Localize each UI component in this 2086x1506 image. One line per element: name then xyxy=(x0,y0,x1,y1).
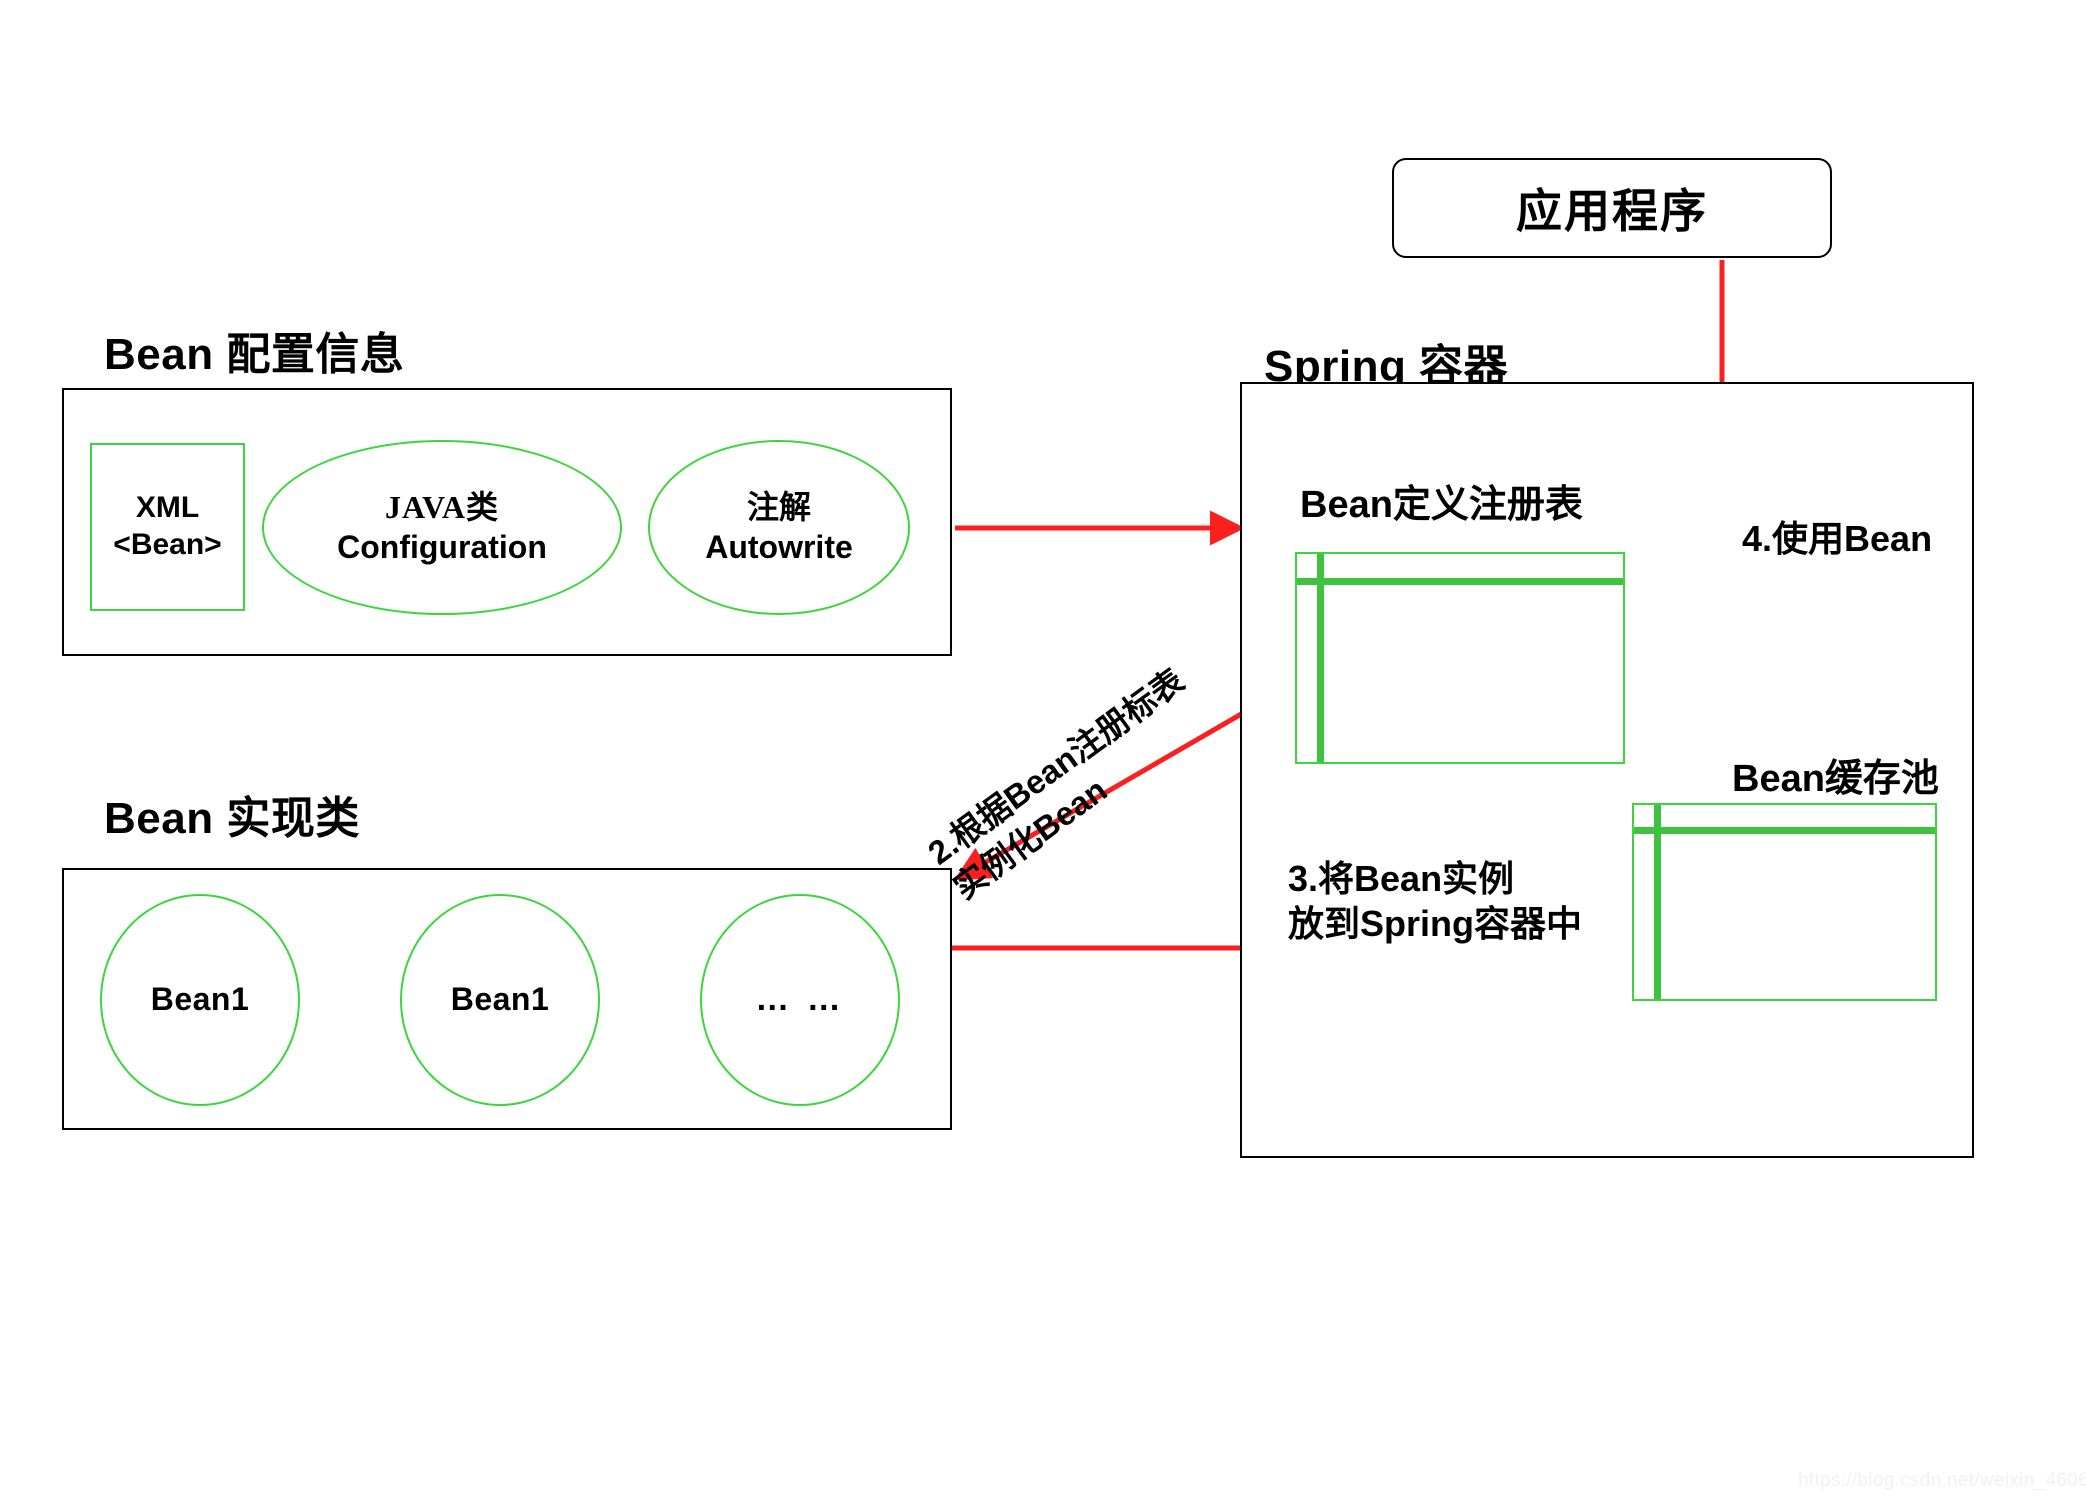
shape-xml-line2: <Bean> xyxy=(113,528,222,561)
shape-annotation-line2: Autowrite xyxy=(705,528,853,565)
bean-impl-title: Bean 实现类 xyxy=(104,794,360,843)
shape-bean1-b-label: Bean1 xyxy=(450,981,550,1018)
arrow-label-instantiate: 2.根据Bean注册标表 实例化Bean xyxy=(920,660,1218,909)
shape-xml-line1: XML xyxy=(135,491,200,525)
bean-cache-label: Bean缓存池 xyxy=(1732,758,1939,800)
shape-annotation[interactable]: 注解 Autowrite xyxy=(648,440,910,615)
application-box[interactable]: 应用程序 xyxy=(1392,158,1832,258)
bean-registry-label: Bean定义注册表 xyxy=(1300,484,1583,526)
bean-config-title: Bean 配置信息 xyxy=(104,330,405,379)
registry-header-rule xyxy=(1297,578,1623,585)
shape-java-class[interactable]: JAVA类 Configuration xyxy=(262,440,622,615)
application-label: 应用程序 xyxy=(1516,185,1708,237)
shape-bean-more-label: … … xyxy=(755,980,845,1019)
arrow-label-put-into-container: 3.将Bean实例 放到Spring容器中 xyxy=(1288,856,1582,946)
shape-xml[interactable]: XML <Bean> xyxy=(90,443,245,611)
cache-column-rule xyxy=(1654,805,1661,999)
shape-java-class-line1: JAVA类 xyxy=(384,489,500,526)
arrow-label-use-bean: 4.使用Bean xyxy=(1742,518,1933,559)
bean-registry-table[interactable] xyxy=(1295,552,1625,764)
shape-annotation-line1: 注解 xyxy=(746,489,811,526)
shape-java-class-line2: Configuration xyxy=(337,528,547,565)
shape-bean1-b[interactable]: Bean1 xyxy=(400,894,600,1106)
watermark: https://blog.csdn.net/weixin_46064631 xyxy=(1798,1470,2086,1491)
arrow-label-put-line1: 3.将Bean实例 xyxy=(1288,858,1515,899)
registry-column-rule xyxy=(1317,554,1324,762)
cache-header-rule xyxy=(1634,827,1935,834)
spring-container-box xyxy=(1240,382,1974,1158)
shape-bean1-a-label: Bean1 xyxy=(150,981,250,1018)
arrow-label-put-line2: 放到Spring容器中 xyxy=(1288,903,1582,944)
shape-bean1-a[interactable]: Bean1 xyxy=(100,894,300,1106)
bean-cache-table[interactable] xyxy=(1632,803,1937,1001)
shape-bean-more[interactable]: … … xyxy=(700,894,900,1106)
